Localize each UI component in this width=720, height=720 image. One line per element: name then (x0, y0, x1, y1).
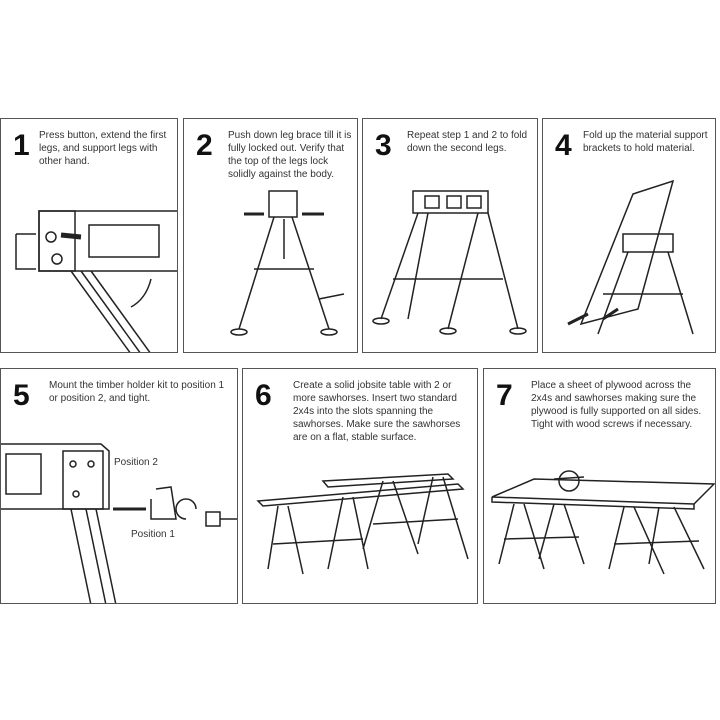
step-7-illustration (491, 470, 715, 575)
step-2-illustration (230, 190, 345, 336)
step-4-panel: 4 Fold up the material support brackets … (542, 118, 716, 353)
step-2-number: 2 (196, 129, 213, 162)
step-6-panel: 6 Create a solid jobsite table with 2 or… (242, 368, 478, 604)
step-5-panel: 5 Mount the timber holder kit to positio… (0, 368, 238, 604)
step-3-illustration (372, 190, 527, 335)
step-4-number: 4 (555, 129, 572, 162)
step-6-number: 6 (255, 379, 272, 412)
step-1-panel: 1 Press button, extend the first legs, a… (0, 118, 178, 353)
step-7-panel: 7 Place a sheet of plywood across the 2x… (483, 368, 716, 604)
step-5-number: 5 (13, 379, 30, 412)
step-2-text: Push down leg brace till it is fully loc… (228, 130, 352, 180)
position-1-label: Position 1 (131, 529, 175, 540)
step-7-text: Place a sheet of plywood across the 2x4s… (531, 380, 702, 430)
step-1-text: Press button, extend the first legs, and… (39, 130, 167, 167)
step-1-number: 1 (13, 129, 30, 162)
step-6-illustration (256, 473, 469, 575)
position-2-label: Position 2 (114, 457, 158, 468)
step-7-number: 7 (496, 379, 513, 412)
step-4-illustration (567, 179, 694, 335)
step-3-number: 3 (375, 129, 392, 162)
step-1-illustration (15, 210, 177, 352)
step-5-text: Mount the timber holder kit to position … (49, 380, 225, 404)
step-4-text: Fold up the material support brackets to… (583, 130, 708, 154)
step-2-panel: 2 Push down leg brace till it is fully l… (183, 118, 358, 353)
step-3-panel: 3 Repeat step 1 and 2 to fold down the s… (362, 118, 538, 353)
step-6-text: Create a solid jobsite table with 2 or m… (293, 380, 461, 443)
step-5-illustration (1, 443, 237, 603)
step-3-text: Repeat step 1 and 2 to fold down the sec… (407, 130, 528, 154)
